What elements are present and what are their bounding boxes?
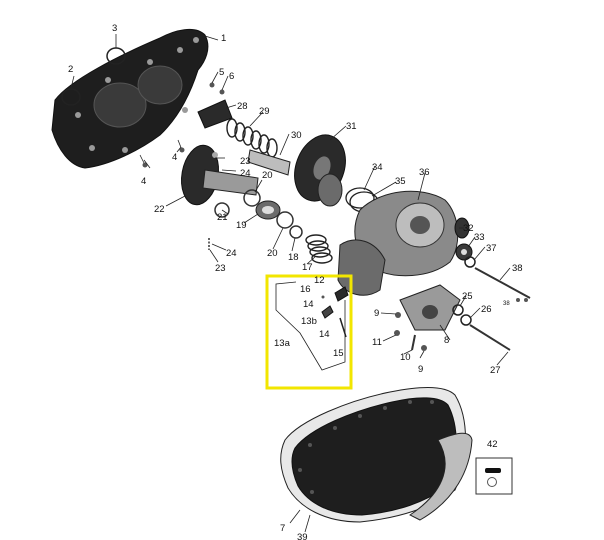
hub-35[interactable] — [317, 173, 343, 207]
leader-lines — [70, 34, 511, 533]
label-19: 19 — [236, 220, 247, 231]
inset-part-42[interactable] — [475, 457, 513, 495]
label-3: 3 — [112, 23, 117, 34]
label-13b: 13b — [301, 316, 317, 327]
shaft-29[interactable] — [247, 149, 291, 176]
label-16: 16 — [300, 284, 311, 295]
label-33: 33 — [474, 232, 485, 243]
label-34: 34 — [372, 162, 383, 173]
rim-strip — [409, 432, 473, 521]
bolt-6[interactable] — [219, 89, 225, 95]
label-24a: 24 — [240, 168, 251, 179]
label-39: 39 — [297, 532, 308, 540]
highlight-box-parts-12-to-16 — [265, 274, 353, 390]
bolt-9a[interactable] — [395, 312, 401, 318]
label-29: 29 — [259, 106, 270, 117]
ring-21[interactable] — [214, 202, 230, 218]
o-ring-2[interactable] — [61, 88, 81, 106]
label-32: 32 — [463, 223, 474, 234]
label-22: 22 — [154, 204, 165, 215]
bolt-38[interactable] — [474, 267, 531, 299]
label-9b: 9 — [418, 364, 423, 375]
spring-30[interactable] — [226, 118, 278, 158]
label-24b: 24 — [226, 248, 237, 259]
label-2: 2 — [68, 64, 73, 75]
label-37: 37 — [486, 243, 497, 254]
label-10: 10 — [400, 352, 411, 363]
label-12: 12 — [314, 275, 325, 286]
label-23b: 23 — [215, 263, 226, 274]
bolt-5[interactable] — [209, 82, 215, 88]
label-26: 26 — [481, 304, 492, 315]
sliders-12-16[interactable] — [321, 286, 349, 338]
label-18: 18 — [288, 252, 299, 263]
label-35: 35 — [395, 176, 406, 187]
bolts-4[interactable] — [139, 139, 185, 168]
label-42: 42 — [487, 439, 498, 450]
label-20a: 20 — [262, 170, 273, 181]
pin-10[interactable] — [411, 334, 416, 351]
label-1: 1 — [221, 33, 226, 44]
washer-11[interactable] — [394, 330, 400, 336]
ring-20a[interactable] — [243, 189, 261, 207]
washer-37[interactable] — [464, 256, 476, 268]
label-21: 21 — [217, 212, 228, 223]
bearing-33[interactable] — [455, 243, 473, 261]
loctite-tube-icon — [485, 468, 501, 473]
label-30: 30 — [291, 130, 302, 141]
label-38a: 38 — [512, 263, 523, 274]
sheave-22[interactable] — [177, 142, 259, 207]
label-4b: 4 — [172, 152, 177, 163]
bearing-19[interactable] — [255, 200, 281, 220]
bolt-9b[interactable] — [421, 345, 427, 351]
label-7: 7 — [280, 523, 285, 534]
label-13a: 13a — [274, 338, 291, 349]
spring-17[interactable] — [305, 234, 333, 264]
driven-pulley-36[interactable] — [337, 190, 459, 296]
label-15: 15 — [333, 348, 344, 359]
cover-bore-left — [93, 82, 147, 128]
label-4a: 4 — [141, 176, 146, 187]
cam-plate-8[interactable] — [399, 284, 461, 331]
label-36: 36 — [419, 167, 430, 178]
label-14b: 14 — [319, 329, 330, 340]
ring-20b[interactable] — [276, 211, 294, 229]
label-14a: 14 — [303, 299, 314, 310]
bolt-38-small[interactable] — [516, 298, 528, 302]
label-17: 17 — [302, 262, 313, 273]
label-20b: 20 — [267, 248, 278, 259]
cover-ribs — [298, 400, 434, 494]
label-11: 11 — [372, 337, 382, 348]
label-9a: 9 — [374, 308, 379, 319]
cover-bolt-holes — [75, 37, 199, 153]
label-31: 31 — [346, 121, 357, 132]
label-23a: 23 — [240, 156, 251, 167]
label-5: 5 — [219, 67, 224, 78]
sheave-hub-28[interactable] — [197, 99, 233, 129]
drive-cover-inner[interactable] — [51, 28, 209, 169]
washer-25[interactable] — [452, 304, 464, 316]
label-25: 25 — [462, 291, 473, 302]
cover-bore-right — [137, 65, 183, 105]
label-8: 8 — [444, 335, 449, 346]
washer-26[interactable] — [460, 314, 472, 326]
highlight-leader-lines — [275, 281, 346, 371]
callout-labels: 1 2 3 4 4 5 6 7 8 9 9 10 11 12 13a 13b 1… — [68, 23, 523, 540]
label-27: 27 — [490, 365, 501, 376]
ring-18[interactable] — [289, 225, 303, 239]
label-28: 28 — [237, 101, 248, 112]
label-38b: 38 — [503, 301, 510, 307]
bolt-27[interactable] — [469, 324, 511, 351]
label-6: 6 — [229, 71, 234, 82]
